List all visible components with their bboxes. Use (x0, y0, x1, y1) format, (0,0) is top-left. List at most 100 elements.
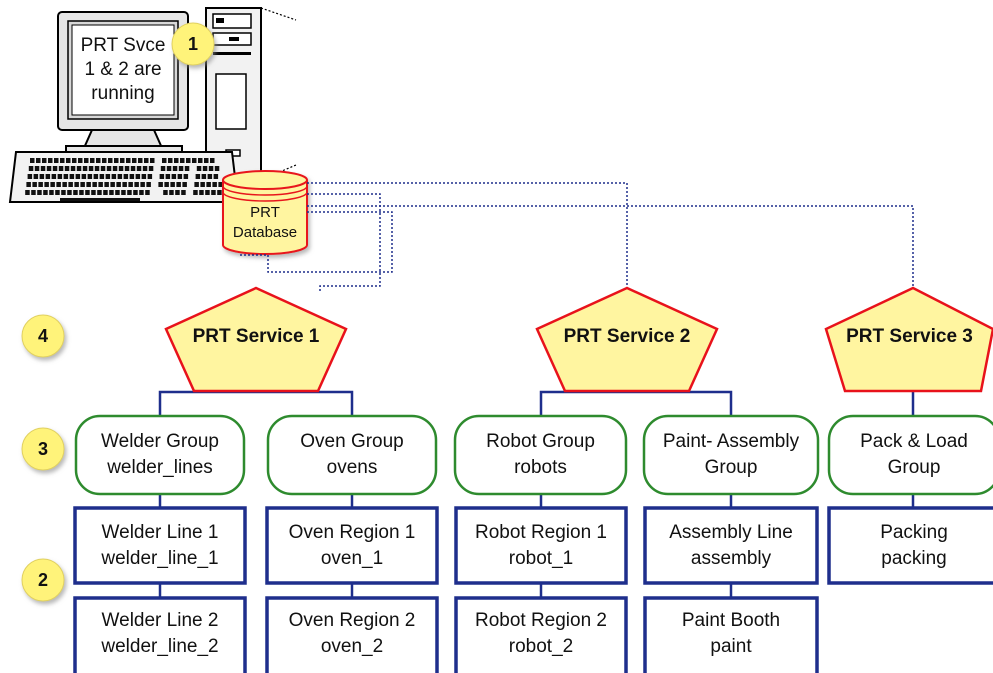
keyboard-key (58, 166, 64, 171)
keyboard-key (81, 174, 87, 179)
keyboard-key (169, 190, 174, 195)
keyboard-key (44, 182, 49, 187)
callout-4-circle (21, 314, 65, 358)
region-2-id: welder_line_2 (101, 636, 219, 657)
keyboard-key (55, 190, 60, 195)
keyboard-key (148, 166, 154, 171)
keyboard-key (180, 158, 185, 163)
keyboard-key (94, 166, 100, 171)
keyboard-key (67, 190, 72, 195)
keyboard-key (70, 166, 76, 171)
keyboard-key (210, 158, 215, 163)
keyboard-key (133, 190, 138, 195)
group-3-id: robots (514, 457, 567, 478)
keyboard-key (43, 190, 48, 195)
keyboard-key (122, 182, 127, 187)
callout-shapes (21, 22, 215, 602)
keyboard-key (69, 174, 75, 179)
region-5-id: robot_1 (508, 547, 574, 569)
keyboard-key (103, 190, 108, 195)
db-link-service-2 (307, 182, 628, 290)
keyboard-key (204, 158, 209, 163)
group-3-name: Robot Group (486, 431, 595, 452)
keyboard-key (98, 182, 103, 187)
keyboard-key (49, 190, 54, 195)
keyboard-key (27, 174, 33, 179)
database-label-line1: PRT (250, 204, 280, 221)
keyboard-key (106, 166, 112, 171)
keyboard-key (110, 182, 115, 187)
monitor-screen-text: PRT Svce 1 & 2 are running (72, 27, 174, 113)
keyboard-key (56, 182, 61, 187)
region-9-id: packing (881, 547, 947, 569)
keyboard-key (146, 182, 151, 187)
keyboard-key (217, 190, 222, 195)
keyboard-key (97, 190, 102, 195)
region-6-name: Robot Region 2 (474, 610, 608, 631)
group-5-label: Pack & Load Group (829, 416, 993, 494)
keyboard-key (130, 166, 136, 171)
region-5-name: Robot Region 1 (474, 521, 608, 543)
callout-3-circle (21, 427, 65, 471)
keyboard-key (100, 166, 106, 171)
database-icon (222, 170, 308, 255)
region-9-name: Packing (880, 521, 948, 543)
keyboard-key (30, 158, 35, 163)
keyboard-key (159, 174, 165, 179)
keyboard-key (183, 174, 189, 179)
region-6-id: robot_2 (508, 636, 574, 657)
keyboard-key (186, 158, 191, 163)
group-5-name: Pack & Load (860, 431, 968, 452)
group-3-shape (453, 414, 628, 496)
region-2-label: Welder Line 2 welder_line_2 (75, 598, 245, 670)
keyboard-key (218, 182, 223, 187)
keyboard-key (87, 174, 93, 179)
keyboard-key (52, 166, 58, 171)
group-5-id: Group (887, 457, 941, 478)
region-7-id: assembly (690, 547, 772, 569)
keyboard-key (147, 174, 153, 179)
keyboard-key (141, 174, 147, 179)
region-8-shape (643, 596, 819, 673)
keyboard-key (165, 174, 171, 179)
keyboard-key (62, 182, 67, 187)
keyboard-key (96, 158, 101, 163)
group-2-label: Oven Group ovens (268, 416, 436, 494)
region-3-label: Oven Region 1 oven_1 (267, 508, 437, 583)
keyboard-key (175, 190, 180, 195)
keyboard-key (26, 182, 31, 187)
keyboard-key (127, 190, 132, 195)
group-2-shape (266, 414, 438, 496)
keyboard-key (82, 166, 88, 171)
region-6-shape (454, 596, 628, 673)
region-7-shape (643, 506, 819, 585)
region-9-label: Packing packing (829, 508, 993, 583)
keyboard-key (196, 166, 202, 171)
keyboard-key (202, 166, 208, 171)
keyboard-key (132, 158, 137, 163)
keyboard-key (178, 166, 184, 171)
group-1-label: Welder Group welder_lines (76, 416, 244, 494)
keyboard-key (105, 174, 111, 179)
service-3-label: PRT Service 3 (846, 326, 973, 347)
keyboard-key (37, 190, 42, 195)
keyboard-key (168, 158, 173, 163)
keyboard-key (28, 166, 34, 171)
keyboard-key (73, 190, 78, 195)
keyboard-key (76, 166, 82, 171)
keyboard-key (135, 174, 141, 179)
keyboard-key (195, 174, 201, 179)
keyboard-key (64, 166, 70, 171)
screen-line-1: PRT Svce (80, 35, 166, 56)
keyboard-key (104, 182, 109, 187)
keyboard-key (99, 174, 105, 179)
group-4-id: Group (704, 457, 758, 478)
keyboard-key (145, 190, 150, 195)
service-1-label: PRT Service 1 (192, 326, 320, 347)
service-3-shape (824, 286, 993, 393)
keyboard-key (36, 158, 41, 163)
screen-line-3: running (91, 83, 155, 104)
group-4-name: Paint- Assembly (662, 431, 800, 452)
keyboard-key (206, 182, 211, 187)
